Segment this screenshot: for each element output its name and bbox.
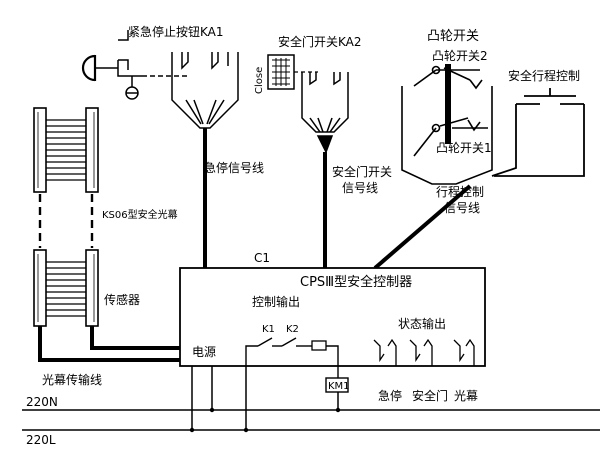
cam-switch-label: 凸轮开关 <box>427 29 479 44</box>
status-curtain-label: 光幕 <box>454 389 478 403</box>
door-signal-label-line1: 安全门开关 <box>332 164 392 179</box>
door-switch-window-icon <box>267 54 318 90</box>
status-door-label: 安全门 <box>412 388 448 403</box>
controller-box <box>179 267 486 367</box>
light-curtain-label: KS06型安全光幕 <box>102 208 178 221</box>
cam-switch-1-label: 凸轮开关1 <box>436 141 492 155</box>
light-curtain-top-section <box>33 107 99 193</box>
light-curtain-bottom-section <box>33 249 99 327</box>
k2-label: K2 <box>286 324 299 335</box>
km1-box <box>325 377 349 393</box>
power-label: 电源 <box>192 345 216 359</box>
close-label: Close <box>254 67 265 94</box>
estop-button-symbol <box>81 30 190 100</box>
safety-stroke-label: 安全行程控制 <box>508 68 580 83</box>
estop-contact-block <box>171 52 239 129</box>
k1-label: K1 <box>262 324 275 335</box>
control-output-contacts <box>245 337 339 378</box>
door-switch-label: 安全门开关KA2 <box>278 34 362 49</box>
safety-stroke-switch <box>491 88 585 177</box>
door-switch-contact-block <box>301 72 349 154</box>
curtain-cable-label: 光幕传输线 <box>42 372 102 387</box>
stroke-signal-cable <box>373 184 472 270</box>
km1-label: KM1 <box>328 381 350 392</box>
stroke-signal-label-line2: 信号线 <box>444 201 480 215</box>
sensor-label: 传感器 <box>104 292 140 307</box>
light-curtain-gap-dashes <box>38 194 94 248</box>
power-bus <box>22 366 600 431</box>
status-output-contacts <box>373 338 475 366</box>
power-bus-junctions <box>189 407 341 433</box>
control-output-label: 控制输出 <box>252 294 300 309</box>
door-signal-label-line2: 信号线 <box>342 181 378 195</box>
line-220n-label: 220N <box>26 395 58 409</box>
controller-title: CPSⅢ型安全控制器 <box>300 274 412 290</box>
status-output-label: 状态输出 <box>398 316 446 331</box>
light-curtain <box>33 107 99 327</box>
cam-switch-2-label: 凸轮开关2 <box>432 49 488 63</box>
curtain-cable <box>38 326 180 362</box>
cam-switch-symbol <box>401 64 493 185</box>
c1-label: C1 <box>254 251 270 265</box>
stroke-signal-label-line1: 行程控制 <box>436 184 484 199</box>
estop-button-label: 紧急停止按钮KA1 <box>128 24 224 39</box>
line-220l-label: 220L <box>26 433 56 447</box>
estop-signal-label: 急停信号线 <box>204 160 264 175</box>
status-estop-label: 急停 <box>378 388 402 403</box>
